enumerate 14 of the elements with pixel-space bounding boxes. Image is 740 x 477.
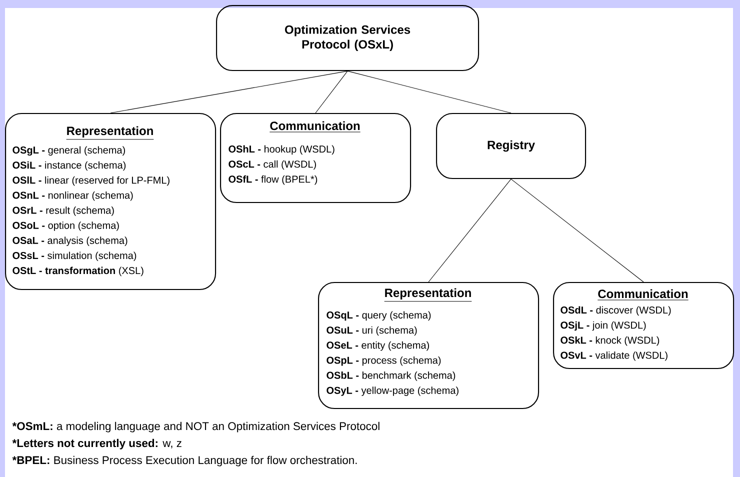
connector-line — [510, 178, 644, 282]
category-box: Representation OSgL - general (schema) OSiL - instance (schema) OSlL - linear (reserved for LP-FML) OSnL - nonlinear (schema) OSrL - result (schema) OSoL - option (schema) OSaL - analysis (schema) OSsL - simulation (schema) OStL - transformation (XSL) — [5, 113, 216, 290]
category-box: Representation OSqL - query (schema) OSuL - uri (schema) OSeL - entity (schema) OSpL - process (schema) OSbL - benchmark (schema) OSyL - yellow-page (schema) — [318, 282, 540, 410]
connector-line — [315, 70, 348, 114]
category-box: Communication OSdL - discover (WSDL) OSjL - join (WSDL) OSkL - knock (WSDL) OSvL - validate (WSDL) — [553, 282, 734, 370]
root-box: Optimization Services Protocol (OSxL) — [216, 5, 480, 72]
footnote: *Letters not currently used: w, z — [12, 438, 182, 450]
connector-line — [347, 70, 512, 114]
category-box: Registry — [436, 113, 586, 180]
connector-line — [110, 70, 348, 114]
connector-line — [428, 178, 512, 282]
footnote: *BPEL: Business Process Execution Language for flow orchestration. — [12, 456, 357, 466]
footnote: *OSmL: a modeling language and NOT an Optimization Services Protocol — [12, 422, 380, 432]
category-box: Communication OShL - hookup (WSDL) OScL - call (WSDL) OSfL - flow (BPEL*) — [220, 113, 412, 204]
